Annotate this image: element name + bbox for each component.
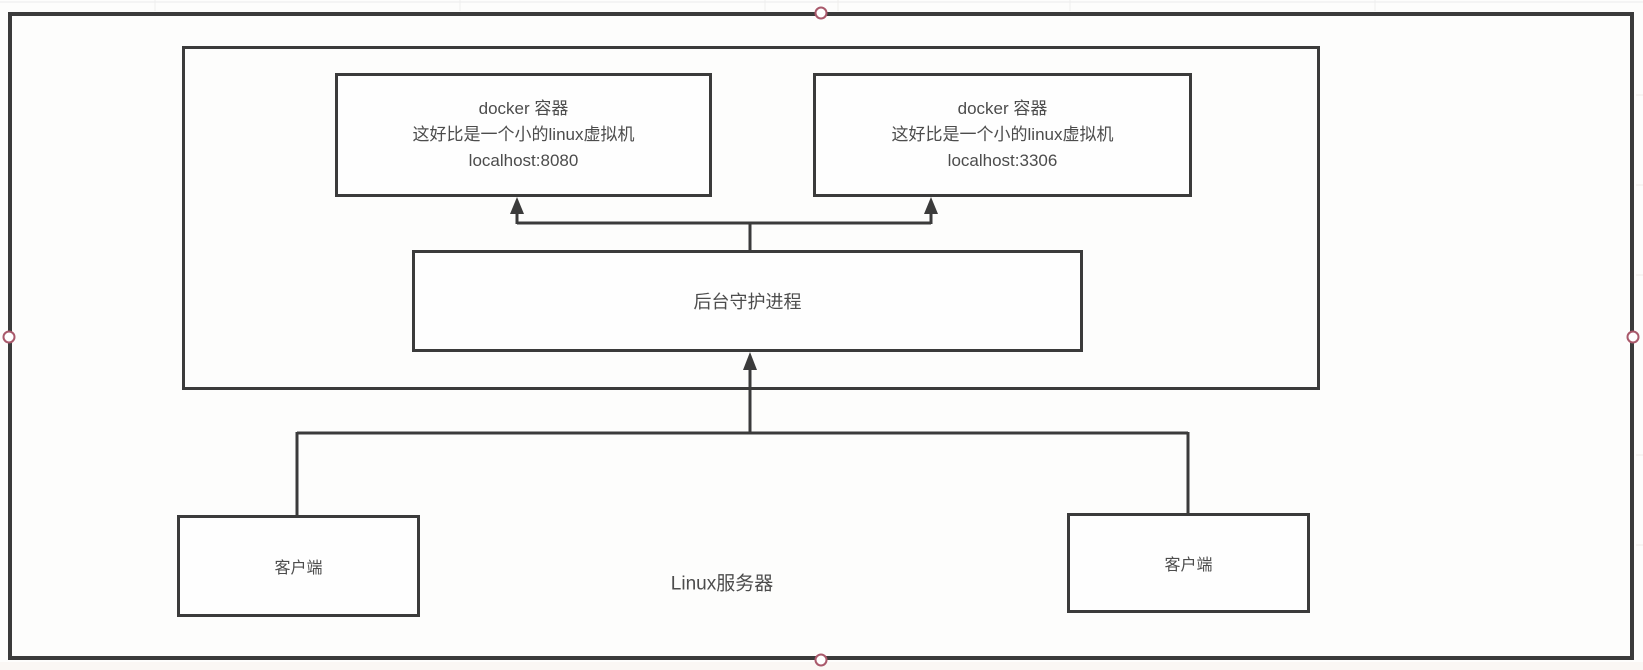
selection-handle-top[interactable] xyxy=(814,6,828,20)
linux-server-label: Linux服务器 xyxy=(670,573,774,595)
docker-container-box-3306: docker 容器 这好比是一个小的linux虚拟机 localhost:330… xyxy=(813,73,1192,197)
daemon-process-box: 后台守护进程 xyxy=(412,250,1083,352)
selection-handle-right[interactable] xyxy=(1626,330,1640,344)
selection-handle-bottom[interactable] xyxy=(814,653,828,667)
docker-container-box-8080: docker 容器 这好比是一个小的linux虚拟机 localhost:808… xyxy=(335,73,712,197)
docker-container-description: 这好比是一个小的linux虚拟机 xyxy=(412,125,635,144)
client-box-right: 客户端 xyxy=(1067,513,1310,613)
client-label: 客户端 xyxy=(274,560,323,577)
selection-handle-left[interactable] xyxy=(2,330,16,344)
client-label: 客户端 xyxy=(1164,557,1213,574)
docker-container-address: localhost:8080 xyxy=(468,151,579,170)
docker-container-title: docker 容器 xyxy=(957,99,1048,118)
daemon-process-label: 后台守护进程 xyxy=(693,292,802,312)
docker-container-title: docker 容器 xyxy=(478,99,569,118)
docker-container-description: 这好比是一个小的linux虚拟机 xyxy=(891,125,1114,144)
docker-container-address: localhost:3306 xyxy=(947,151,1058,170)
client-box-left: 客户端 xyxy=(177,515,420,617)
